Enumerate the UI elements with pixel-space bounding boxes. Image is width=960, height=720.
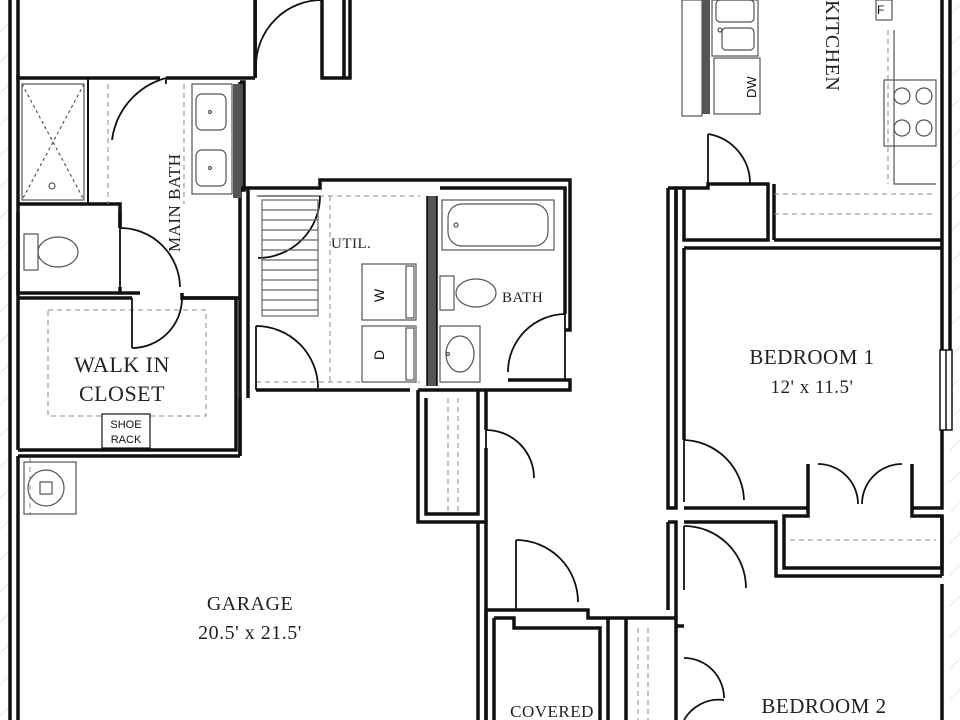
dishwasher-label: DW — [744, 76, 759, 98]
labels: MAIN BATH UTIL. BATH W D DW KITCHEN F WA… — [74, 0, 886, 720]
shoe-rack — [101, 413, 151, 449]
fixtures — [21, 0, 937, 515]
kitchen-counter — [893, 30, 936, 185]
walk-in-closet-label: WALK IN — [74, 352, 170, 377]
kitchen-island-accent — [702, 0, 710, 114]
util-label: UTIL. — [331, 236, 371, 252]
toilet-icon — [23, 233, 79, 271]
bath-sink-icon — [439, 325, 481, 383]
kitchen-island — [681, 0, 703, 117]
water-heater-icon — [23, 461, 77, 515]
vanity-sinks-icon — [191, 83, 233, 195]
walk-in-closet-label-2: CLOSET — [79, 381, 165, 406]
dryer-label: D — [371, 350, 387, 360]
dishwasher-icon — [713, 57, 761, 115]
washer-icon — [361, 263, 417, 321]
bedroom-1-size: 12' x 11.5' — [771, 377, 854, 398]
shower-icon — [21, 83, 85, 201]
window-bedroom-1 — [939, 349, 953, 431]
exterior-hatch-right — [950, 0, 960, 720]
garage-size: 20.5' x 21.5' — [198, 622, 302, 644]
fridge-label: F — [877, 3, 884, 17]
washer-label: W — [371, 288, 387, 302]
stairs-icon — [261, 199, 319, 317]
bath-wall-accent — [428, 196, 436, 386]
doors — [111, 0, 903, 720]
vanity-wall-accent — [233, 84, 241, 198]
bathtub-icon — [441, 199, 555, 251]
garage-label: GARAGE — [207, 593, 293, 615]
shoe-rack-label-2: RACK — [111, 434, 142, 446]
range-icon — [883, 79, 937, 147]
bath-label: BATH — [502, 290, 543, 306]
bedroom-2-label: BEDROOM 2 — [761, 694, 886, 718]
exterior-hatch-left — [0, 0, 10, 720]
dryer-icon — [361, 325, 417, 383]
bedroom-1-label: BEDROOM 1 — [749, 345, 874, 369]
covered-label: COVERED — [510, 702, 594, 720]
bath-toilet-icon — [439, 275, 497, 311]
main-bath-label: MAIN BATH — [165, 154, 184, 252]
fridge-icon — [875, 0, 893, 21]
shoe-rack-label: SHOE — [110, 419, 141, 431]
kitchen-sink-icon — [711, 0, 759, 57]
kitchen-label: KITCHEN — [821, 0, 843, 91]
